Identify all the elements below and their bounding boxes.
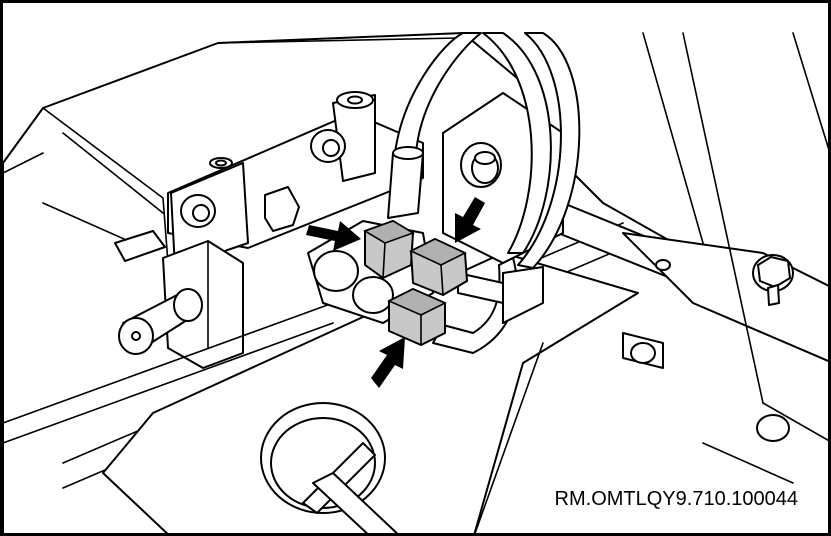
left-pivot-block: [114, 230, 244, 369]
illustration: [3, 32, 828, 533]
callout-arrow-bottom: [371, 337, 405, 388]
brake-lines: [387, 32, 581, 354]
right-cross-member: [557, 202, 828, 442]
upper-bracket: [167, 91, 424, 269]
fitting-nut-middle: [409, 238, 468, 296]
callout-arrow-top-right: [455, 197, 485, 243]
round-opening: [260, 402, 399, 533]
right-frame-lines: [642, 32, 828, 484]
fitting-nut-lower: [387, 288, 447, 346]
figure-reference-code: RM.OMTLQY9.710.100044: [552, 488, 800, 511]
callout-arrow-left: [306, 221, 361, 251]
